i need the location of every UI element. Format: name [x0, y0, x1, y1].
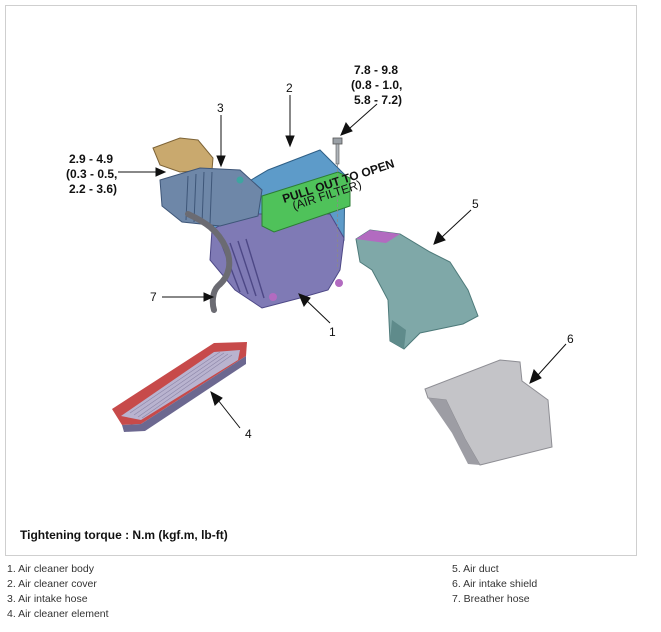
- callout-5: 5: [472, 197, 479, 211]
- legend-right: 5. Air duct 6. Air intake shield 7. Brea…: [452, 562, 537, 607]
- legend-item: 1. Air cleaner body: [7, 563, 94, 575]
- callout-6: 6: [567, 332, 574, 346]
- air-cleaner-element: [112, 342, 247, 432]
- torque-right-line-1: 7.8 - 9.8: [354, 63, 398, 77]
- torque-unit-note: Tightening torque : N.m (kgf.m, lb-ft): [20, 528, 228, 542]
- torque-left-line-1: 2.9 - 4.9: [69, 152, 113, 166]
- legend-item: 2. Air cleaner cover: [7, 578, 97, 590]
- legend-item: 3. Air intake hose: [7, 593, 88, 605]
- mounting-bolt: [332, 137, 343, 270]
- callout-3: 3: [217, 101, 224, 115]
- callout-7: 7: [150, 290, 157, 304]
- leader-lines: [118, 95, 567, 429]
- callout-4: 4: [245, 427, 252, 441]
- torque-left-line-3: 2.2 - 3.6): [69, 182, 117, 196]
- breather-hose: [185, 211, 233, 313]
- legend-left: 1. Air cleaner body 2. Air cleaner cover…: [7, 562, 109, 622]
- callout-2: 2: [286, 81, 293, 95]
- callout-1: 1: [329, 325, 336, 339]
- legend-item: 6. Air intake shield: [452, 578, 538, 590]
- legend-item: 4. Air cleaner element: [7, 608, 109, 620]
- legend-item: 5. Air duct: [452, 563, 499, 575]
- air-intake-hose: [152, 137, 263, 227]
- air-intake-shield: [424, 359, 553, 466]
- torque-right-line-3: 5.8 - 7.2): [354, 93, 402, 107]
- torque-left-line-2: (0.3 - 0.5,: [66, 167, 117, 181]
- legend-item: 7. Breather hose: [452, 593, 530, 605]
- air-duct: [355, 229, 479, 350]
- torque-right-line-2: (0.8 - 1.0,: [351, 78, 402, 92]
